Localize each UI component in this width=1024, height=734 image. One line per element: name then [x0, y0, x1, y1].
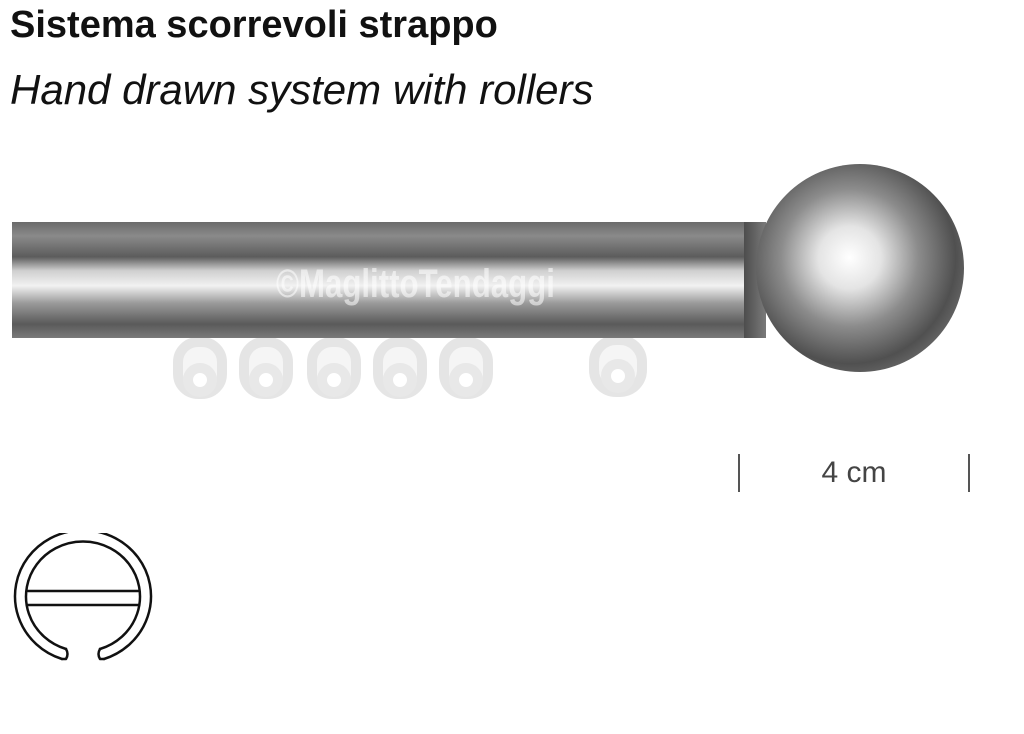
runner-4 [373, 337, 427, 399]
runner-3 [307, 337, 361, 399]
rod-bar [12, 222, 764, 338]
dimension-label: 4 cm [821, 456, 887, 489]
runner-1 [173, 337, 227, 399]
runner-5 [439, 337, 493, 399]
rail-profile-icon [13, 533, 153, 661]
runner-6 [589, 335, 647, 397]
watermark-text: ©MaglittoTendaggi [276, 262, 555, 306]
dimension-tick-right [968, 454, 970, 492]
dimension-tick-left [738, 454, 740, 492]
runner-group [173, 335, 647, 399]
product-title-italian: Sistema scorrevoli strappo [10, 4, 498, 46]
finial-ball [756, 164, 964, 372]
runner-2 [239, 337, 293, 399]
curtain-rod-image [12, 164, 964, 399]
product-title-english: Hand drawn system with rollers [10, 66, 594, 113]
diameter-dimension: 4 cm [736, 452, 972, 494]
